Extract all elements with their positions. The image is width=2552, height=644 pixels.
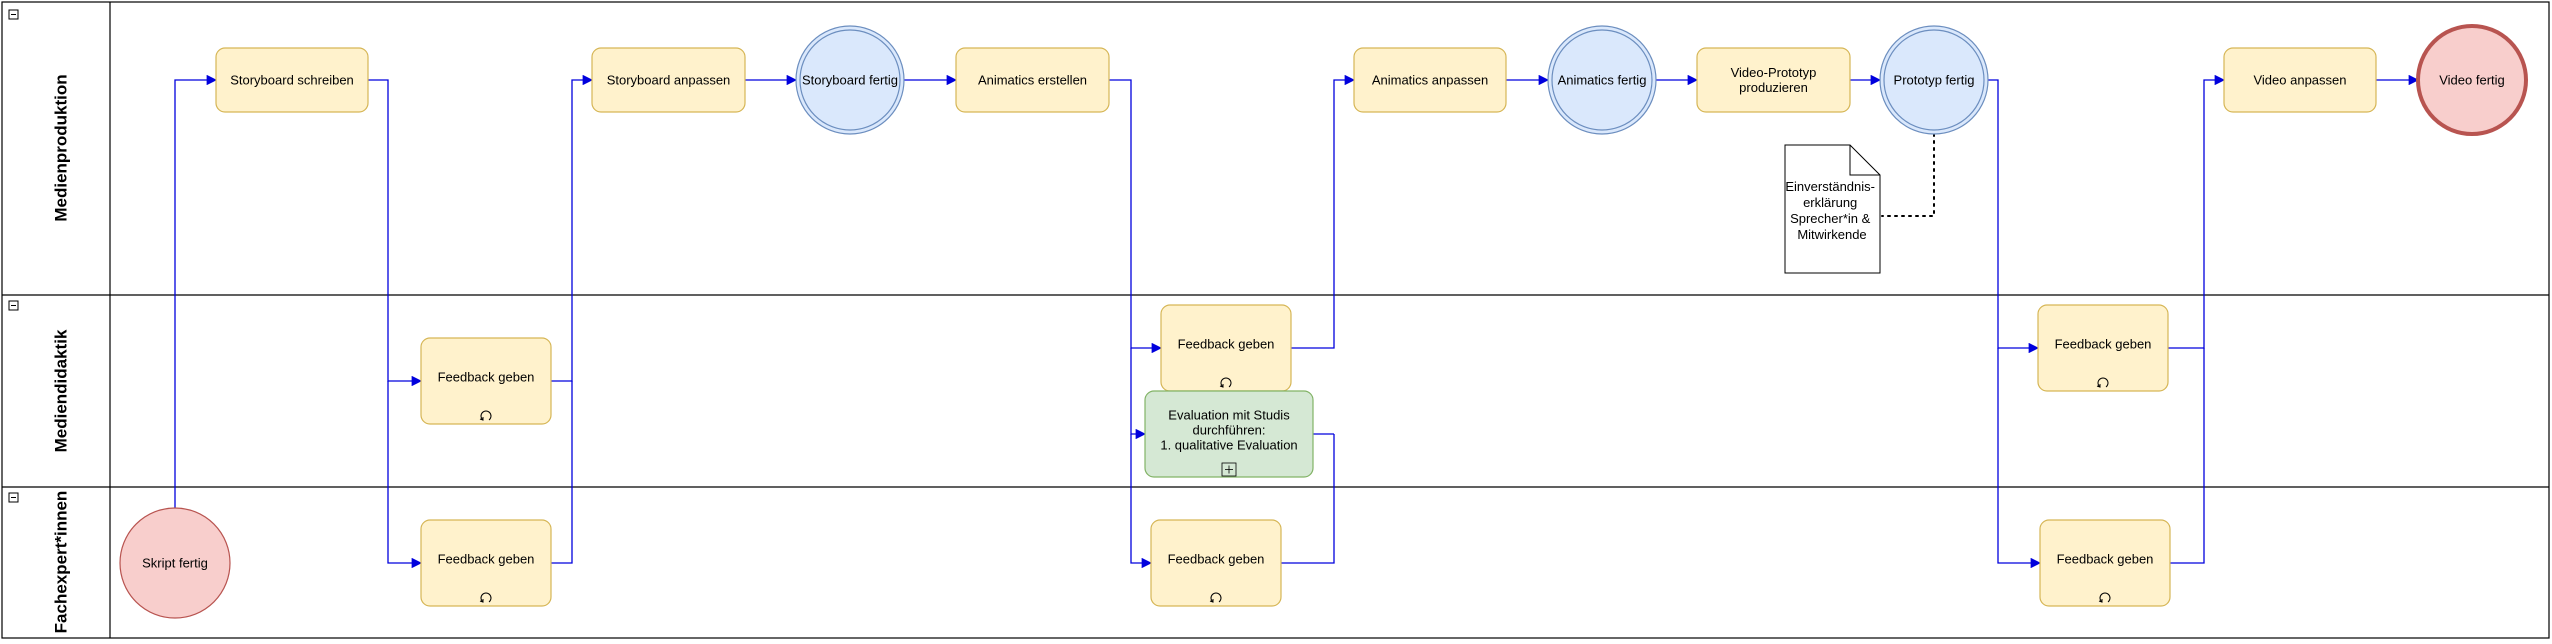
loop-marker-icon — [479, 592, 492, 603]
flow-storyboard-to-feedback-didaktik[interactable] — [368, 79, 423, 387]
subprocess-plus-icon[interactable] — [1221, 462, 1237, 477]
event-label: Video fertig — [2439, 73, 2505, 88]
event-label: Animatics fertig — [1558, 73, 1647, 88]
loop-marker-icon — [1219, 377, 1232, 388]
flow-feedback-to-video-anpassen[interactable] — [2168, 74, 2226, 349]
task-t3[interactable]: Animatics erstellen — [955, 47, 1110, 113]
task-t12[interactable]: Feedback geben — [1150, 519, 1282, 607]
flow-feedback-fach-to-anpassen — [551, 381, 573, 564]
task-label: Feedback geben — [438, 370, 535, 385]
event-label: Storyboard fertig — [802, 73, 898, 88]
flow-feedback-to-animatics-anpassen[interactable] — [1291, 74, 1356, 349]
flow-prototyp-to-feedback-fach[interactable] — [1997, 348, 2042, 569]
loop-marker-icon — [2096, 377, 2109, 388]
lane-collapse-icon[interactable] — [8, 9, 19, 20]
task-t6[interactable]: Video anpassen — [2223, 47, 2377, 113]
flow-prototyp-to-feedback-didaktik[interactable] — [1988, 79, 2040, 354]
task-label: Storyboard anpassen — [607, 73, 731, 88]
task-label: Feedback geben — [1178, 337, 1275, 352]
loop-marker-icon — [2098, 592, 2111, 603]
task-label: Feedback geben — [2055, 337, 2152, 352]
lane-label-fachexpertinnen: Fachexpert*innen — [51, 491, 70, 634]
task-label: Video anpassen — [2253, 73, 2346, 88]
flow-feedback-fach-to-animatics-anpassen — [1281, 434, 1335, 564]
loop-marker-icon — [479, 410, 492, 421]
task-label: Animatics erstellen — [978, 73, 1087, 88]
flow-storyboard-to-feedback-fach[interactable] — [387, 381, 423, 569]
event-e1[interactable]: Skript fertig — [119, 507, 231, 619]
task-t8[interactable]: Feedback geben — [1160, 304, 1292, 392]
task-label: Storyboard schreiben — [230, 73, 354, 88]
event-e2[interactable]: Storyboard fertig — [795, 25, 905, 135]
event-e4[interactable]: Prototyp fertig — [1879, 25, 1989, 135]
event-e3[interactable]: Animatics fertig — [1547, 25, 1657, 135]
loop-marker-icon — [1209, 592, 1222, 603]
task-label: Animatics anpassen — [1372, 73, 1488, 88]
tasks: Storyboard schreiben Storyboard anpassen A… — [215, 47, 2377, 607]
lane-collapse-icon[interactable] — [8, 300, 19, 311]
lane-collapse-icon[interactable] — [8, 492, 19, 503]
sequence-flows — [174, 74, 2420, 569]
flow-feedback-didaktik-to-anpassen[interactable] — [551, 74, 594, 382]
document-label: Einverständnis- erklärung Sprecher*in & … — [1785, 179, 1878, 242]
lane-label-medienproduktion: Medienproduktion — [51, 74, 70, 221]
task-t9[interactable]: Feedback geben — [2037, 304, 2169, 392]
task-label: Feedback geben — [438, 552, 535, 567]
task-label: Feedback geben — [1168, 552, 1265, 567]
lane-label-mediendidaktik: Mediendidaktik — [51, 329, 70, 452]
association-dotted — [1881, 133, 1935, 217]
task-t7[interactable]: Feedback geben — [420, 337, 552, 425]
events: Skript fertig Storyboard fertig Animatics … — [119, 24, 2528, 619]
document-einverstaendnis[interactable]: Einverständnis- erklärung Sprecher*in & … — [1784, 144, 1881, 274]
flow-animatics-to-feedback-didaktik[interactable] — [1109, 79, 1163, 354]
task-t1[interactable]: Storyboard schreiben — [215, 47, 369, 113]
task-t2[interactable]: Storyboard anpassen — [591, 47, 746, 113]
flow-skript-to-storyboard[interactable] — [174, 74, 218, 508]
event-label: Prototyp fertig — [1894, 73, 1975, 88]
task-t11[interactable]: Feedback geben — [420, 519, 552, 607]
flow-animatics-to-feedback-fach[interactable] — [1130, 434, 1153, 569]
task-t4[interactable]: Animatics anpassen — [1353, 47, 1507, 113]
event-e5[interactable]: Video fertig — [2416, 24, 2528, 136]
task-label: Feedback geben — [2057, 552, 2154, 567]
task-t13[interactable]: Feedback geben — [2039, 519, 2171, 607]
event-label: Skript fertig — [142, 556, 208, 571]
flow-feedback-fach-to-video-anpassen — [2170, 348, 2205, 564]
